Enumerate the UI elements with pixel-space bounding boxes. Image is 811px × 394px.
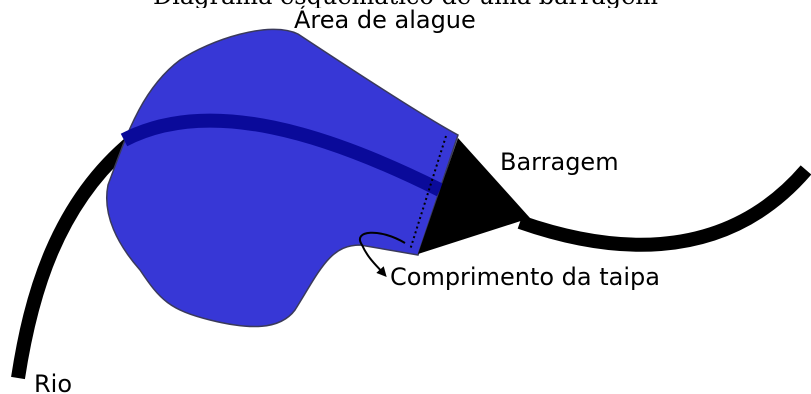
dam-length-label: Comprimento da taipa <box>390 263 660 291</box>
cropped-caption: Diagrama esquemático de uma barragem <box>0 0 811 8</box>
length-arrow <box>359 231 406 277</box>
flood-area-label: Área de alague <box>294 6 476 34</box>
river-under-water <box>120 113 444 197</box>
dam-label: Barragem <box>500 148 619 176</box>
river-label: Rio <box>34 370 73 394</box>
dam-shape <box>418 138 530 254</box>
river-right <box>517 165 811 252</box>
flood-area <box>106 28 459 328</box>
